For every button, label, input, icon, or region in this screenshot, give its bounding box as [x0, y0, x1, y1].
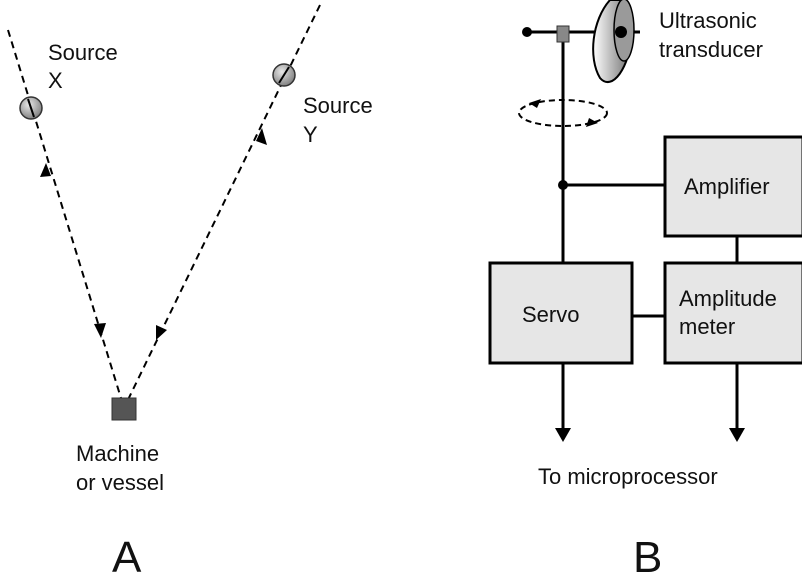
- arrow-down-x-icon: [94, 323, 106, 338]
- arrow-up-x-icon: [40, 163, 51, 177]
- bearing-line-x: [7, 29, 125, 409]
- servo-box: [488, 261, 634, 365]
- panel-a: Source X Source Y Machine or vessel A: [7, 4, 373, 581]
- transducer-label-1: Ultrasonic: [659, 8, 757, 33]
- machine-icon: [111, 397, 137, 421]
- source-y-icon: [272, 63, 296, 87]
- source-y-label-2: Y: [303, 122, 318, 147]
- amplifier-box: [663, 135, 802, 238]
- arrow-up-y-icon: [256, 128, 267, 145]
- source-x-label-1: Source: [48, 40, 118, 65]
- source-x-icon: [19, 96, 43, 120]
- panel-a-label: A: [112, 533, 142, 581]
- transducer-label-2: transducer: [659, 37, 763, 62]
- amplitude-meter-label-1: Amplitude: [679, 286, 777, 311]
- meter-output-arrow-icon: [729, 428, 745, 442]
- junction-dot: [558, 180, 568, 190]
- machine-label-1: Machine: [76, 441, 159, 466]
- axis-end-knob: [522, 27, 532, 37]
- ultrasonic-transducer-icon: [592, 0, 635, 84]
- amplitude-meter-label-2: meter: [679, 314, 735, 339]
- amplitude-meter-box: [663, 261, 802, 365]
- machine-label-2: or vessel: [76, 470, 164, 495]
- servo-output-arrow-icon: [555, 428, 571, 442]
- shaft-mount: [556, 25, 570, 43]
- panel-b-label: B: [633, 533, 662, 581]
- servo-label: Servo: [522, 302, 579, 327]
- output-label: To microprocessor: [538, 464, 718, 489]
- source-x-label-2: X: [48, 68, 63, 93]
- source-y-label-1: Source: [303, 93, 373, 118]
- amplifier-label: Amplifier: [684, 174, 770, 199]
- rotation-arrow-icon: [518, 99, 608, 127]
- panel-b: Amplifier Servo Amplitude meter Ultrason…: [488, 0, 802, 581]
- arrow-down-y-icon: [156, 325, 167, 340]
